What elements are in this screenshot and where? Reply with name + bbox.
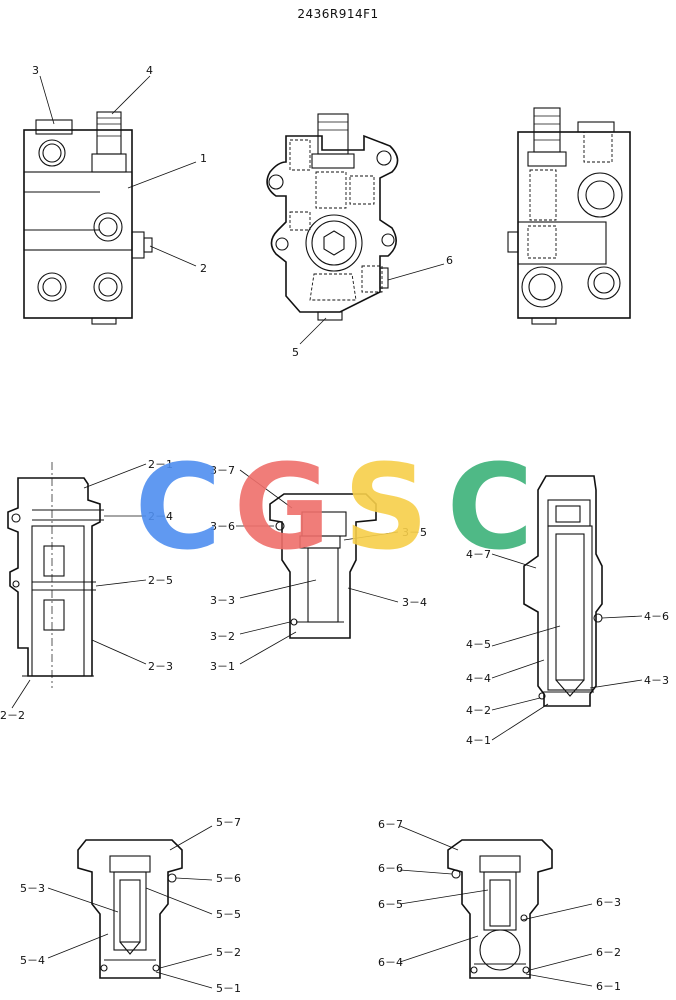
- external-view-left: 3 4 1 2: [23, 64, 207, 325]
- callout-2-4: 2－4: [148, 510, 173, 523]
- callout-6: 6: [446, 254, 453, 267]
- callout-5-7: 5－7: [216, 816, 241, 829]
- callout-2-3: 2－3: [148, 660, 173, 673]
- callout-3-3: 3－3: [210, 594, 235, 607]
- watermark-letter-s: S: [344, 438, 429, 576]
- callout-3-7: 3－7: [210, 464, 235, 477]
- callout-2-5: 2－5: [148, 574, 173, 587]
- callout-6-3: 6－3: [596, 896, 621, 909]
- callout-3-6: 3－6: [210, 520, 235, 533]
- callout-3-5: 3－5: [402, 526, 427, 539]
- callout-2-1: 2－1: [148, 458, 173, 471]
- section-3: 3－7 3－6 3－5 3－3 3－4 3－2 3－1: [210, 464, 427, 673]
- callout-6-4: 6－4: [378, 956, 403, 969]
- callout-6-6: 6－6: [378, 862, 403, 875]
- callout-3-2: 3－2: [210, 630, 235, 643]
- callout-6-1: 6－1: [596, 980, 621, 993]
- section-5: 5－7 5－3 5－6 5－5 5－4 5－2 5－1: [20, 816, 241, 995]
- callout-1: 1: [200, 152, 207, 165]
- callout-4-6: 4－6: [644, 610, 669, 623]
- callout-5-6: 5－6: [216, 872, 241, 885]
- callout-6-2: 6－2: [596, 946, 621, 959]
- callout-5: 5: [292, 346, 299, 359]
- section-6: 6－7 6－6 6－5 6－3 6－4 6－2 6－1: [378, 818, 621, 993]
- callout-4-5: 4－5: [466, 638, 491, 651]
- external-view-front: 6 5: [266, 113, 453, 359]
- watermark-letter-c1: C: [135, 438, 222, 576]
- callout-6-7: 6－7: [378, 818, 403, 831]
- callout-2-2: 2－2: [0, 709, 25, 722]
- callout-4-2: 4－2: [466, 704, 491, 717]
- external-view-right: [507, 107, 631, 325]
- callout-5-3: 5－3: [20, 882, 45, 895]
- watermark-letter-c2: C: [447, 438, 534, 576]
- callout-6-5: 6－5: [378, 898, 403, 911]
- callout-5-1: 5－1: [216, 982, 241, 995]
- watermark-letter-g: G: [234, 438, 331, 576]
- callout-5-2: 5－2: [216, 946, 241, 959]
- section-4: 4－7 4－6 4－5 4－4 4－3 4－2 4－1: [466, 475, 669, 747]
- drawing-number: 2436R914F1: [297, 7, 378, 21]
- watermark: C G S C: [135, 438, 534, 576]
- section-2: 2－1 2－4 2－5 2－3 2－2: [0, 458, 173, 722]
- callout-3-4: 3－4: [402, 596, 427, 609]
- callout-4-3: 4－3: [644, 674, 669, 687]
- callout-5-4: 5－4: [20, 954, 45, 967]
- callout-4: 4: [146, 64, 153, 77]
- callout-4-1: 4－1: [466, 734, 491, 747]
- callout-5-5: 5－5: [216, 908, 241, 921]
- callout-3: 3: [32, 64, 39, 77]
- callout-3-1: 3－1: [210, 660, 235, 673]
- callout-2: 2: [200, 262, 207, 275]
- callout-4-4: 4－4: [466, 672, 491, 685]
- callout-4-7: 4－7: [466, 548, 491, 561]
